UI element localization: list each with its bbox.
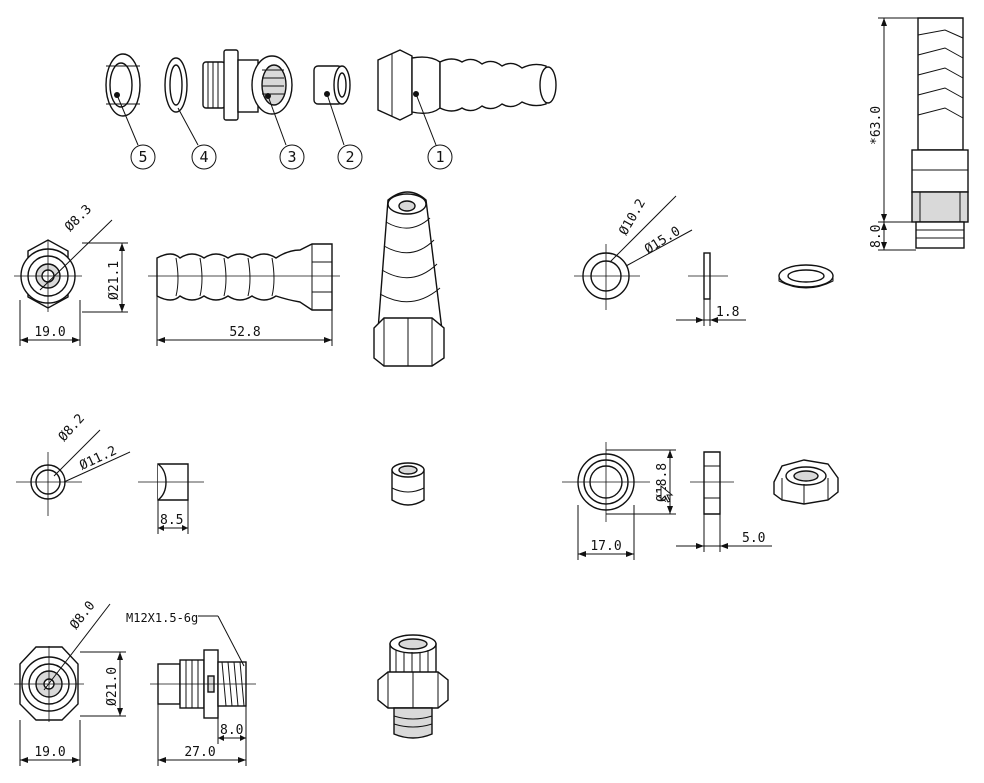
body-isometric <box>377 634 449 739</box>
cap-outer-dia-dim: Ø21.1 <box>107 261 122 300</box>
body-side-view: M12X1.5-6g 8.0 27.0 <box>126 611 256 766</box>
boot-side-view: 52.8 <box>148 243 340 346</box>
svg-text:2: 2 <box>345 148 354 166</box>
body-front-view: Ø8.0 Ø21.0 19.0 <box>14 599 126 766</box>
washer-isometric <box>778 264 834 289</box>
body-length-dim: 27.0 <box>184 745 215 760</box>
assembled-side-view: *63.0 8.0 <box>869 17 969 251</box>
seal-length-dim: 8.5 <box>160 513 183 528</box>
balloon-5: 5 <box>130 144 156 170</box>
side-thread-length-dim: 8.0 <box>869 225 884 248</box>
nut-thickness-dim: 5.0 <box>742 531 765 546</box>
nut-side-view: 5.0 <box>676 451 772 552</box>
boot-isometric <box>373 191 445 367</box>
seal-front-view: Ø8.2 Ø11.2 <box>16 411 131 516</box>
balloon-3: 3 <box>279 144 305 170</box>
washer-front-view: Ø10.2 Ø15.0 <box>574 195 693 310</box>
balloon-1: 1 <box>427 144 453 170</box>
cap-width-dim: 19.0 <box>34 325 65 340</box>
washer-thickness-dim: 1.8 <box>716 305 739 320</box>
balloon-4: 4 <box>191 144 217 170</box>
cursor-pointer-icon <box>660 484 674 503</box>
svg-text:4: 4 <box>199 148 208 166</box>
svg-text:5: 5 <box>138 148 147 166</box>
washer-outer-dia-dim: Ø15.0 <box>642 224 683 257</box>
body-outer-dia-dim: Ø21.0 <box>105 667 120 706</box>
cap-front-view: Ø8.3 Ø21.1 19.0 <box>14 202 128 346</box>
cap-inner-dia-dim: Ø8.3 <box>62 202 95 235</box>
exploded-nut <box>105 53 141 117</box>
exploded-body <box>202 49 293 121</box>
seal-inner-dia-dim: Ø8.2 <box>56 411 88 444</box>
balloon-2: 2 <box>337 144 363 170</box>
svg-text:1: 1 <box>435 148 444 166</box>
washer-inner-dia-dim: Ø10.2 <box>616 197 649 238</box>
exploded-seal <box>313 65 351 105</box>
exploded-assembly: 5 4 3 2 1 <box>105 49 557 170</box>
svg-text:3: 3 <box>287 148 296 166</box>
seal-isometric <box>391 462 425 506</box>
body-width-dim: 19.0 <box>34 745 65 760</box>
boot-length-dim: 52.8 <box>229 325 260 340</box>
seal-side-view: 8.5 <box>138 463 204 534</box>
overall-height-dim: *63.0 <box>869 106 884 145</box>
body-thread-length-dim: 8.0 <box>220 723 243 738</box>
thread-spec-callout: M12X1.5-6g <box>126 611 198 625</box>
exploded-boot <box>377 49 557 121</box>
nut-front-view: Ø18.8 17.0 <box>562 442 676 560</box>
nut-width-dim: 17.0 <box>590 539 621 554</box>
washer-side-view: 1.8 <box>676 252 746 326</box>
seal-outer-dia-dim: Ø11.2 <box>77 443 119 473</box>
body-inner-dia-dim: Ø8.0 <box>67 599 98 633</box>
exploded-washer <box>164 57 188 113</box>
nut-isometric <box>773 459 839 505</box>
